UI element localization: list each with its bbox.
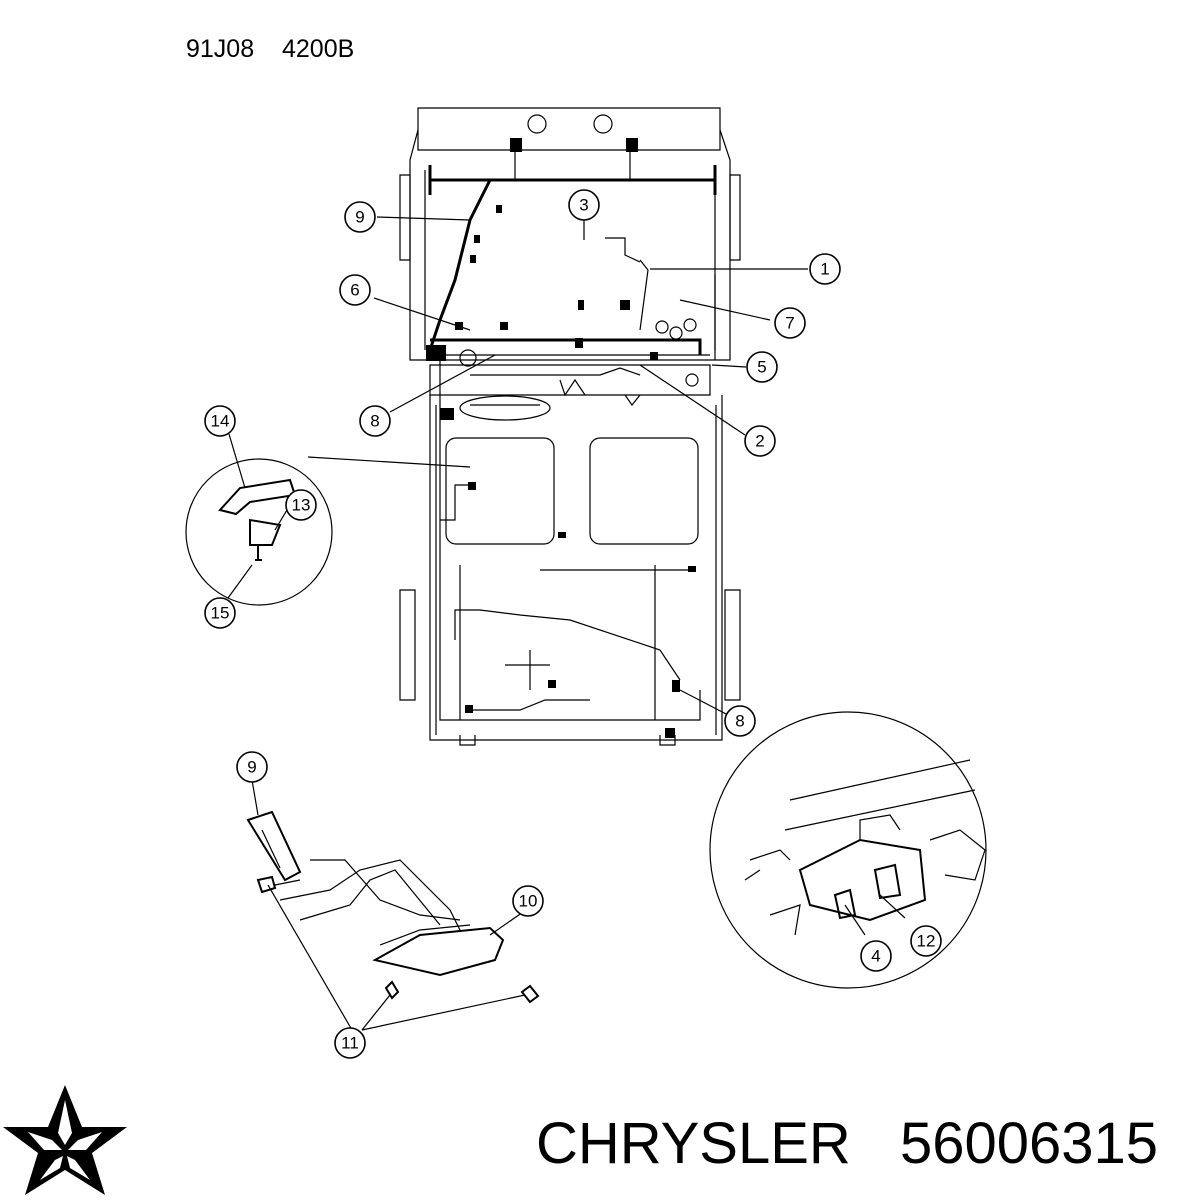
- pentastar-logo-icon: [3, 1085, 127, 1195]
- callout-8-top: 8: [359, 405, 391, 437]
- vehicle-body-outline: [399, 107, 741, 746]
- drawing-code: 91J08: [186, 35, 254, 63]
- svg-text:5: 5: [757, 358, 766, 377]
- svg-text:6: 6: [350, 281, 359, 300]
- callout-5: 5: [746, 351, 778, 383]
- callout-4: 4: [860, 940, 892, 972]
- callout-10: 10: [512, 885, 544, 917]
- callout-2: 2: [744, 425, 776, 457]
- detail-bracket-circle: [185, 433, 333, 606]
- callout-9-bottom: 9: [236, 751, 268, 783]
- callout-8-bottom: 8: [724, 705, 756, 737]
- callout-3: 3: [568, 189, 600, 221]
- svg-text:11: 11: [341, 1034, 359, 1053]
- svg-text:15: 15: [211, 604, 230, 623]
- callout-11: 11: [334, 1027, 366, 1059]
- svg-text:9: 9: [355, 208, 364, 227]
- callout-13: 13: [285, 489, 317, 521]
- callout-9-top: 9: [344, 201, 376, 233]
- detail-bracket-lower-left: [246, 779, 540, 1031]
- leader-lines: [307, 216, 808, 716]
- svg-text:3: 3: [579, 196, 588, 215]
- callout-1: 1: [809, 253, 841, 285]
- brand-name: CHRYSLER: [536, 1111, 851, 1176]
- svg-text:12: 12: [917, 932, 936, 951]
- svg-text:9: 9: [247, 758, 256, 777]
- svg-text:4: 4: [871, 947, 880, 966]
- callout-15: 15: [204, 597, 236, 629]
- svg-text:8: 8: [370, 412, 379, 431]
- figure-code: 4200B: [282, 35, 354, 63]
- svg-text:14: 14: [211, 412, 230, 431]
- svg-text:7: 7: [785, 314, 794, 333]
- svg-text:1: 1: [820, 260, 829, 279]
- wire-harness: [428, 145, 717, 721]
- svg-text:2: 2: [755, 432, 764, 451]
- callout-14: 14: [204, 405, 236, 437]
- connectors: [426, 114, 699, 738]
- callout-6: 6: [339, 274, 371, 306]
- detail-module-circle: [709, 711, 987, 989]
- callout-7: 7: [774, 307, 806, 339]
- part-number: 56006315: [900, 1111, 1158, 1176]
- svg-text:8: 8: [735, 712, 744, 731]
- svg-text:13: 13: [292, 496, 311, 515]
- callout-12: 12: [910, 925, 942, 957]
- svg-text:10: 10: [519, 892, 538, 911]
